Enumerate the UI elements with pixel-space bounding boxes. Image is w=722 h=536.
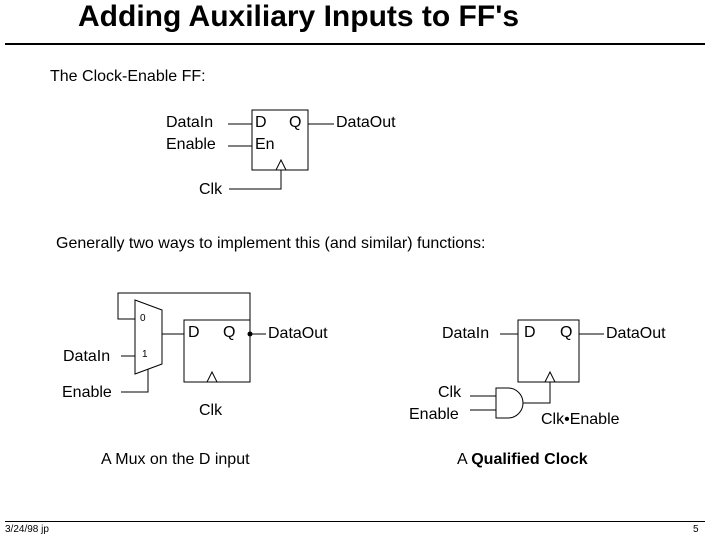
clk-label: Clk	[199, 402, 223, 419]
pin-d-label: D	[255, 114, 267, 131]
mux-caption: A Mux on the D input	[101, 451, 250, 468]
clock-triangle	[544, 370, 556, 383]
clock-wire	[229, 170, 282, 190]
clk-label: Clk	[199, 181, 223, 198]
ff-box	[251, 109, 309, 171]
dataout-label: DataOut	[606, 325, 666, 342]
ff-box	[517, 319, 580, 383]
mux-enable-wire	[121, 369, 149, 393]
caption-bold: Qualified Clock	[471, 451, 588, 468]
pin-q-label: Q	[560, 324, 573, 341]
gate-enable-label: Enable	[409, 406, 459, 423]
page-title: Adding Auxiliary Inputs to FF's	[78, 0, 520, 33]
gate-output-label: Clk•Enable	[541, 411, 620, 428]
page-number: 5	[693, 524, 699, 535]
footer-date: 3/24/98 jp	[5, 524, 49, 535]
dataout-label: DataOut	[336, 114, 396, 131]
footer-divider	[5, 521, 705, 522]
pin-q-label: Q	[223, 324, 236, 341]
generally-text: Generally two ways to implement this (an…	[56, 235, 486, 252]
mux-symbol	[134, 299, 163, 375]
clock-enable-ff	[228, 109, 334, 190]
pin-q-label: Q	[289, 114, 302, 131]
datain-label: DataIn	[442, 325, 490, 342]
dataout-label: DataOut	[268, 325, 328, 342]
pin-d-label: D	[188, 324, 200, 341]
datain-label: DataIn	[166, 114, 214, 131]
title-divider	[5, 43, 705, 45]
mux-input-0-label: 0	[140, 313, 146, 324]
pin-en-label: En	[255, 136, 275, 153]
gate-output-wire	[523, 382, 551, 404]
clock-triangle	[206, 370, 218, 383]
intro-text: The Clock-Enable FF:	[50, 68, 206, 85]
gate-clk-label: Clk	[438, 384, 462, 401]
feedback-wire	[117, 292, 251, 334]
mux-input-1-label: 1	[142, 349, 148, 360]
and-gate	[495, 387, 524, 419]
qualified-caption: A Qualified Clock	[457, 451, 588, 469]
clock-triangle	[275, 158, 287, 171]
datain-label: DataIn	[63, 348, 111, 365]
qualified-clock-circuit	[470, 319, 604, 419]
mux-circuit	[117, 292, 266, 393]
caption-prefix: A	[457, 451, 472, 468]
enable-label: Enable	[166, 136, 216, 153]
pin-d-label: D	[524, 324, 536, 341]
enable-label: Enable	[62, 384, 112, 401]
